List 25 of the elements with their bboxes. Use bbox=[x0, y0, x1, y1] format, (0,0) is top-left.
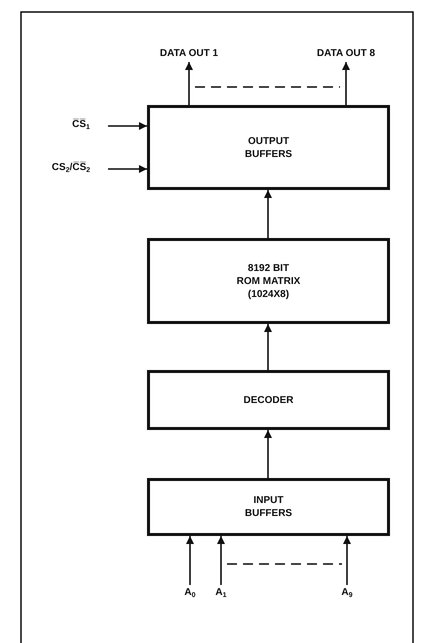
signal-label: C̅S̅$_{1}$ bbox=[60, 119, 102, 133]
signal-label: DATA OUT 1 bbox=[150, 46, 228, 60]
block-label: INPUT BUFFERS bbox=[244, 494, 294, 520]
arrow bbox=[264, 430, 272, 478]
signal-label: CS$_{2}$/C̅S̅$_{2}$ bbox=[40, 162, 102, 176]
arrow bbox=[186, 536, 194, 585]
arrow bbox=[342, 62, 350, 105]
arrow bbox=[264, 190, 272, 238]
arrow bbox=[217, 536, 225, 585]
rom-matrix-block bbox=[147, 238, 390, 324]
arrow bbox=[264, 324, 272, 370]
output-buffer-block bbox=[147, 105, 390, 190]
arrow bbox=[108, 165, 147, 173]
pin-label: A$_{1}$ bbox=[211, 587, 231, 601]
arrow bbox=[108, 122, 147, 130]
decoder-block bbox=[147, 370, 390, 430]
block-label: DECODER bbox=[242, 394, 294, 406]
input-buffer-block bbox=[147, 478, 390, 536]
arrow bbox=[185, 62, 193, 105]
pin-label: A$_{0}$ bbox=[180, 587, 200, 601]
block-label: 8192 BIT ROM MATRIX (1024X8) bbox=[236, 262, 302, 300]
arrow bbox=[343, 536, 351, 585]
block-label: OUTPUT BUFFERS bbox=[244, 134, 294, 160]
signal-label: DATA OUT 8 bbox=[307, 46, 385, 60]
pin-label: A$_{9}$ bbox=[337, 587, 357, 601]
